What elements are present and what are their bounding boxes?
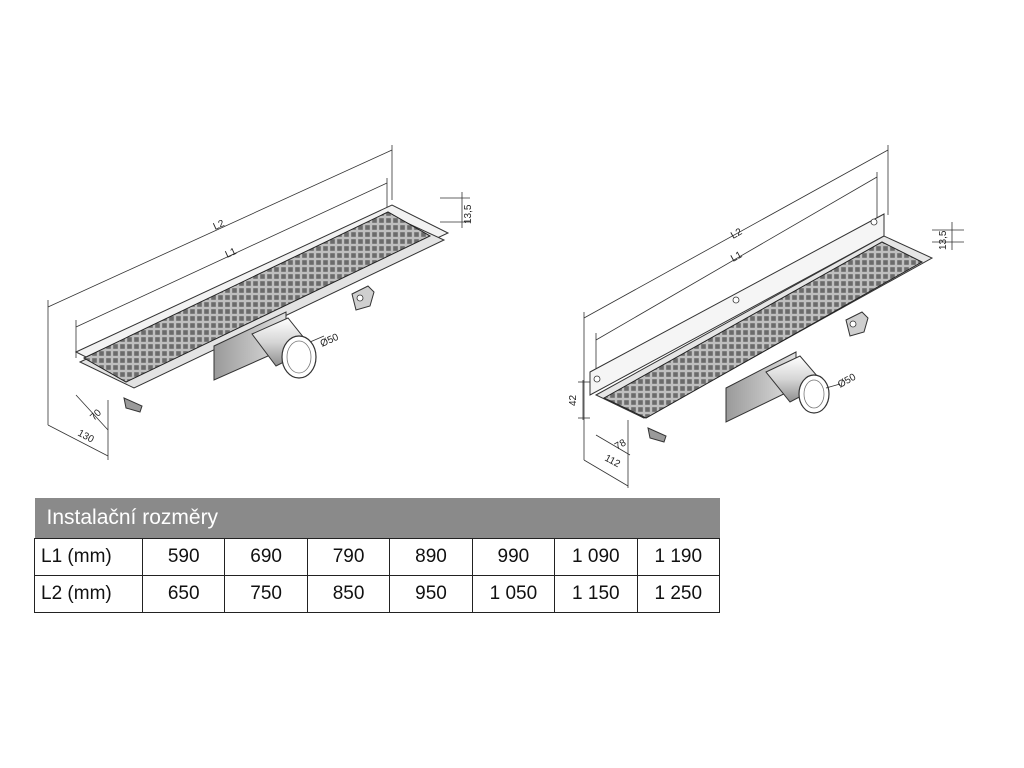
table-cell: 1 150 (554, 575, 638, 613)
table-cell: 590 (141, 538, 226, 576)
table-row-l2: L2 (mm) 650 750 850 950 1 050 1 150 1 25… (34, 575, 721, 613)
table-cell: 650 (141, 575, 226, 613)
right-42-label: 42 (568, 394, 579, 406)
table-cell: 690 (224, 538, 308, 576)
table-cell: 1 090 (554, 538, 638, 576)
table-cell: 790 (306, 538, 391, 576)
table-cell: 890 (389, 538, 473, 576)
right-13-5-label: 13,5 (938, 230, 949, 250)
left-130-label: 130 (76, 428, 96, 446)
row-label-l2: L2 (mm) (34, 575, 143, 613)
table-cell: 750 (224, 575, 308, 613)
right-dimension-lines (578, 145, 964, 488)
row-label-l1: L1 (mm) (34, 538, 143, 576)
right-d50-label: Ø50 (836, 372, 858, 391)
technical-drawings: L2 L1 13,5 Ø50 70 130 L2 L1 13,5 Ø50 42 … (47, 145, 964, 488)
left-dimension-lines (47, 145, 470, 460)
table-cell: 1 050 (471, 575, 556, 613)
table-cell: 850 (306, 575, 391, 613)
left-13-5-label: 13,5 (463, 204, 474, 224)
left-l2-label: L2 (212, 218, 227, 233)
left-drain-drawing (47, 145, 470, 460)
left-70-label: 70 (88, 407, 104, 423)
right-l2-label: L2 (729, 226, 744, 241)
left-l1-label: L1 (224, 246, 239, 261)
left-d50-label: Ø50 (319, 332, 341, 350)
right-l1-label: L1 (729, 249, 744, 264)
table-row-l1: L1 (mm) 590 690 790 890 990 1 090 1 190 (34, 538, 721, 576)
right-112-label: 112 (603, 453, 623, 470)
table-cell: 950 (389, 575, 473, 613)
dimensions-table: Instalační rozměry L1 (mm) 590 690 790 8… (34, 498, 721, 613)
table-title: Instalační rozměry (34, 498, 720, 539)
right-drain-drawing (578, 145, 964, 488)
table-cell: 1 250 (636, 575, 721, 613)
right-78-label: 78 (613, 437, 629, 452)
table-cell: 1 190 (636, 538, 721, 576)
table-cell: 990 (471, 538, 556, 576)
